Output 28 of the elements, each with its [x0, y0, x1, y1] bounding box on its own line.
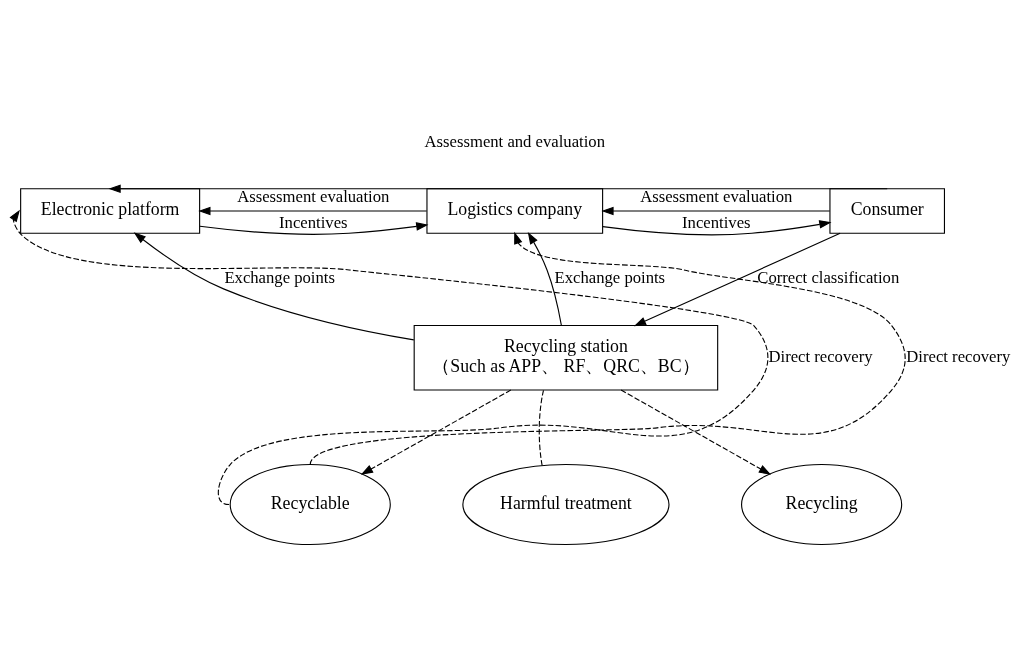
edge-label: Direct recovery: [768, 346, 873, 366]
arrow: [198, 206, 428, 215]
node-box: Logistics company: [426, 187, 604, 234]
arrow: [620, 389, 772, 475]
edge-label: Incentives: [682, 212, 751, 232]
node-ellipse: Harmful treatment: [462, 463, 670, 545]
edge-label: Exchange points: [554, 267, 666, 287]
node-box: Electronic platform: [20, 187, 201, 234]
arrow: [9, 209, 769, 505]
edge-label: Assessment evaluation: [237, 186, 390, 206]
edge-label: Incentives: [279, 212, 348, 232]
edge-label: Correct classification: [757, 267, 900, 287]
node-box: Recycling station （Such as APP、 RF、QRC、BC）: [413, 324, 719, 391]
arrow: [199, 221, 429, 235]
arrow: [633, 232, 841, 326]
connector: [538, 389, 545, 466]
arrow: [601, 206, 831, 215]
arrow: [108, 184, 888, 193]
edge-label: Direct recovery: [906, 346, 1011, 366]
node-box: Consumer: [829, 187, 945, 234]
arrow: [360, 389, 512, 475]
edge-label: Assessment and evaluation: [424, 131, 605, 151]
arrow: [133, 231, 415, 340]
arrow: [309, 231, 906, 465]
arrow: [602, 219, 832, 235]
arrow: [527, 231, 562, 326]
edge-label: Exchange points: [224, 267, 335, 287]
edge-label: Assessment evaluation: [640, 186, 793, 206]
